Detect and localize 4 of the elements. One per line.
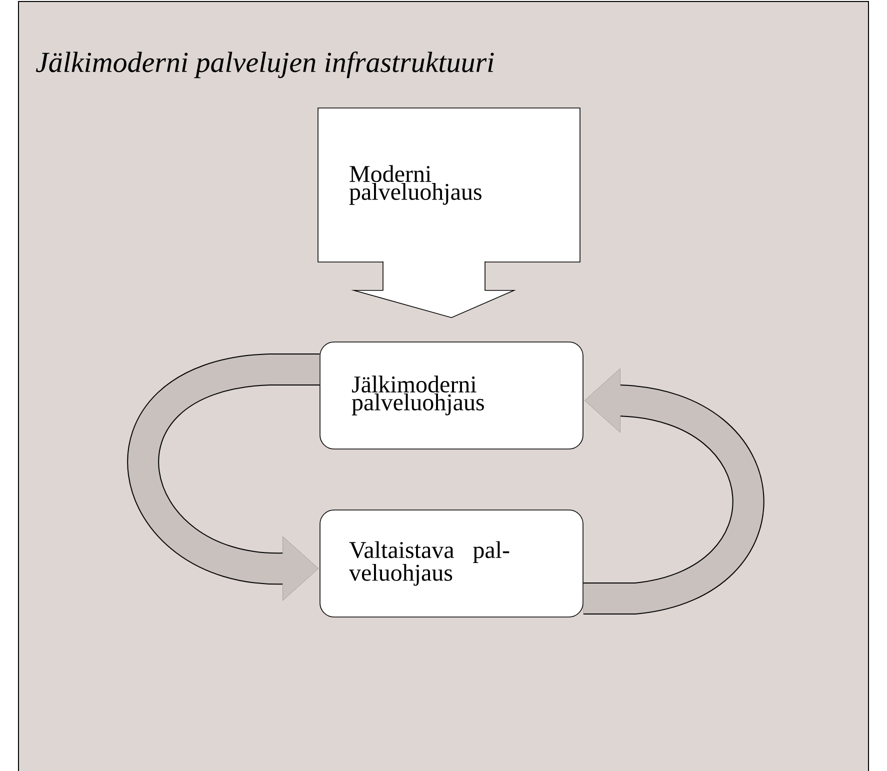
callout-box: Moderni palveluohjaus bbox=[318, 108, 580, 262]
rounded-box: Valtaistava pal-veluohjaus bbox=[320, 510, 584, 618]
rounded-box: Jälkimoderni palveluohjaus bbox=[320, 342, 584, 450]
block-arrow bbox=[351, 261, 516, 318]
